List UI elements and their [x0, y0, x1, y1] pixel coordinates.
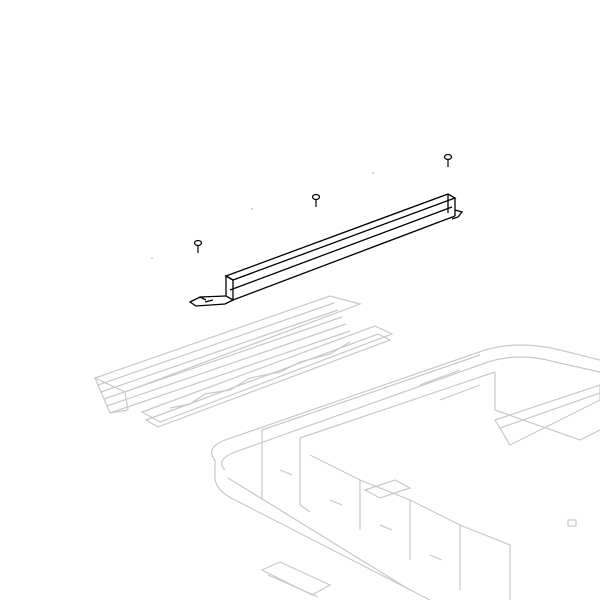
screw: [193, 239, 203, 253]
slat-rail-assembly: [93, 295, 362, 414]
latch-part: [260, 561, 332, 598]
screw: [311, 193, 321, 207]
frame: [211, 344, 600, 600]
stray-dots: [151, 172, 374, 259]
screw: [443, 153, 453, 167]
mounting-bar: [188, 193, 464, 307]
guide-rail: [140, 325, 394, 428]
